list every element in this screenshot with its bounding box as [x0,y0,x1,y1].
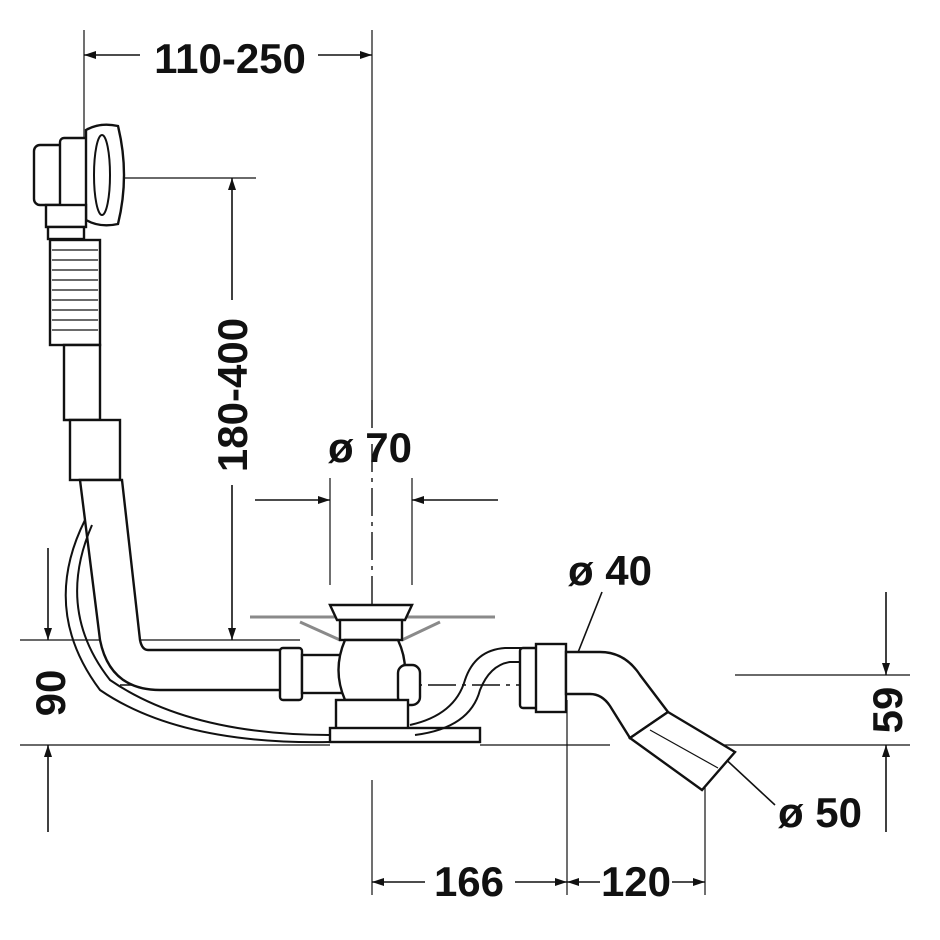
dim-overflow-offset: 110-250 [154,35,306,82]
dimension-arrows [44,51,890,886]
outlet-elbow [518,642,737,792]
dim-drain-diameter: ø 70 [328,424,412,471]
dim-drain-height: 90 [27,670,74,717]
overflow-pipe [48,238,331,744]
dim-outlet-height: 59 [864,687,911,734]
dim-overflow-height: 180-400 [209,318,256,472]
dim-pipe-diameter: ø 40 [568,547,652,594]
drain-body [250,603,525,744]
overflow-head [32,123,126,241]
extension-lines [20,30,910,895]
dim-outlet-distance: 166 [434,858,504,905]
dim-outlet-diameter: ø 50 [778,789,862,836]
dim-outlet-length: 120 [601,858,671,905]
